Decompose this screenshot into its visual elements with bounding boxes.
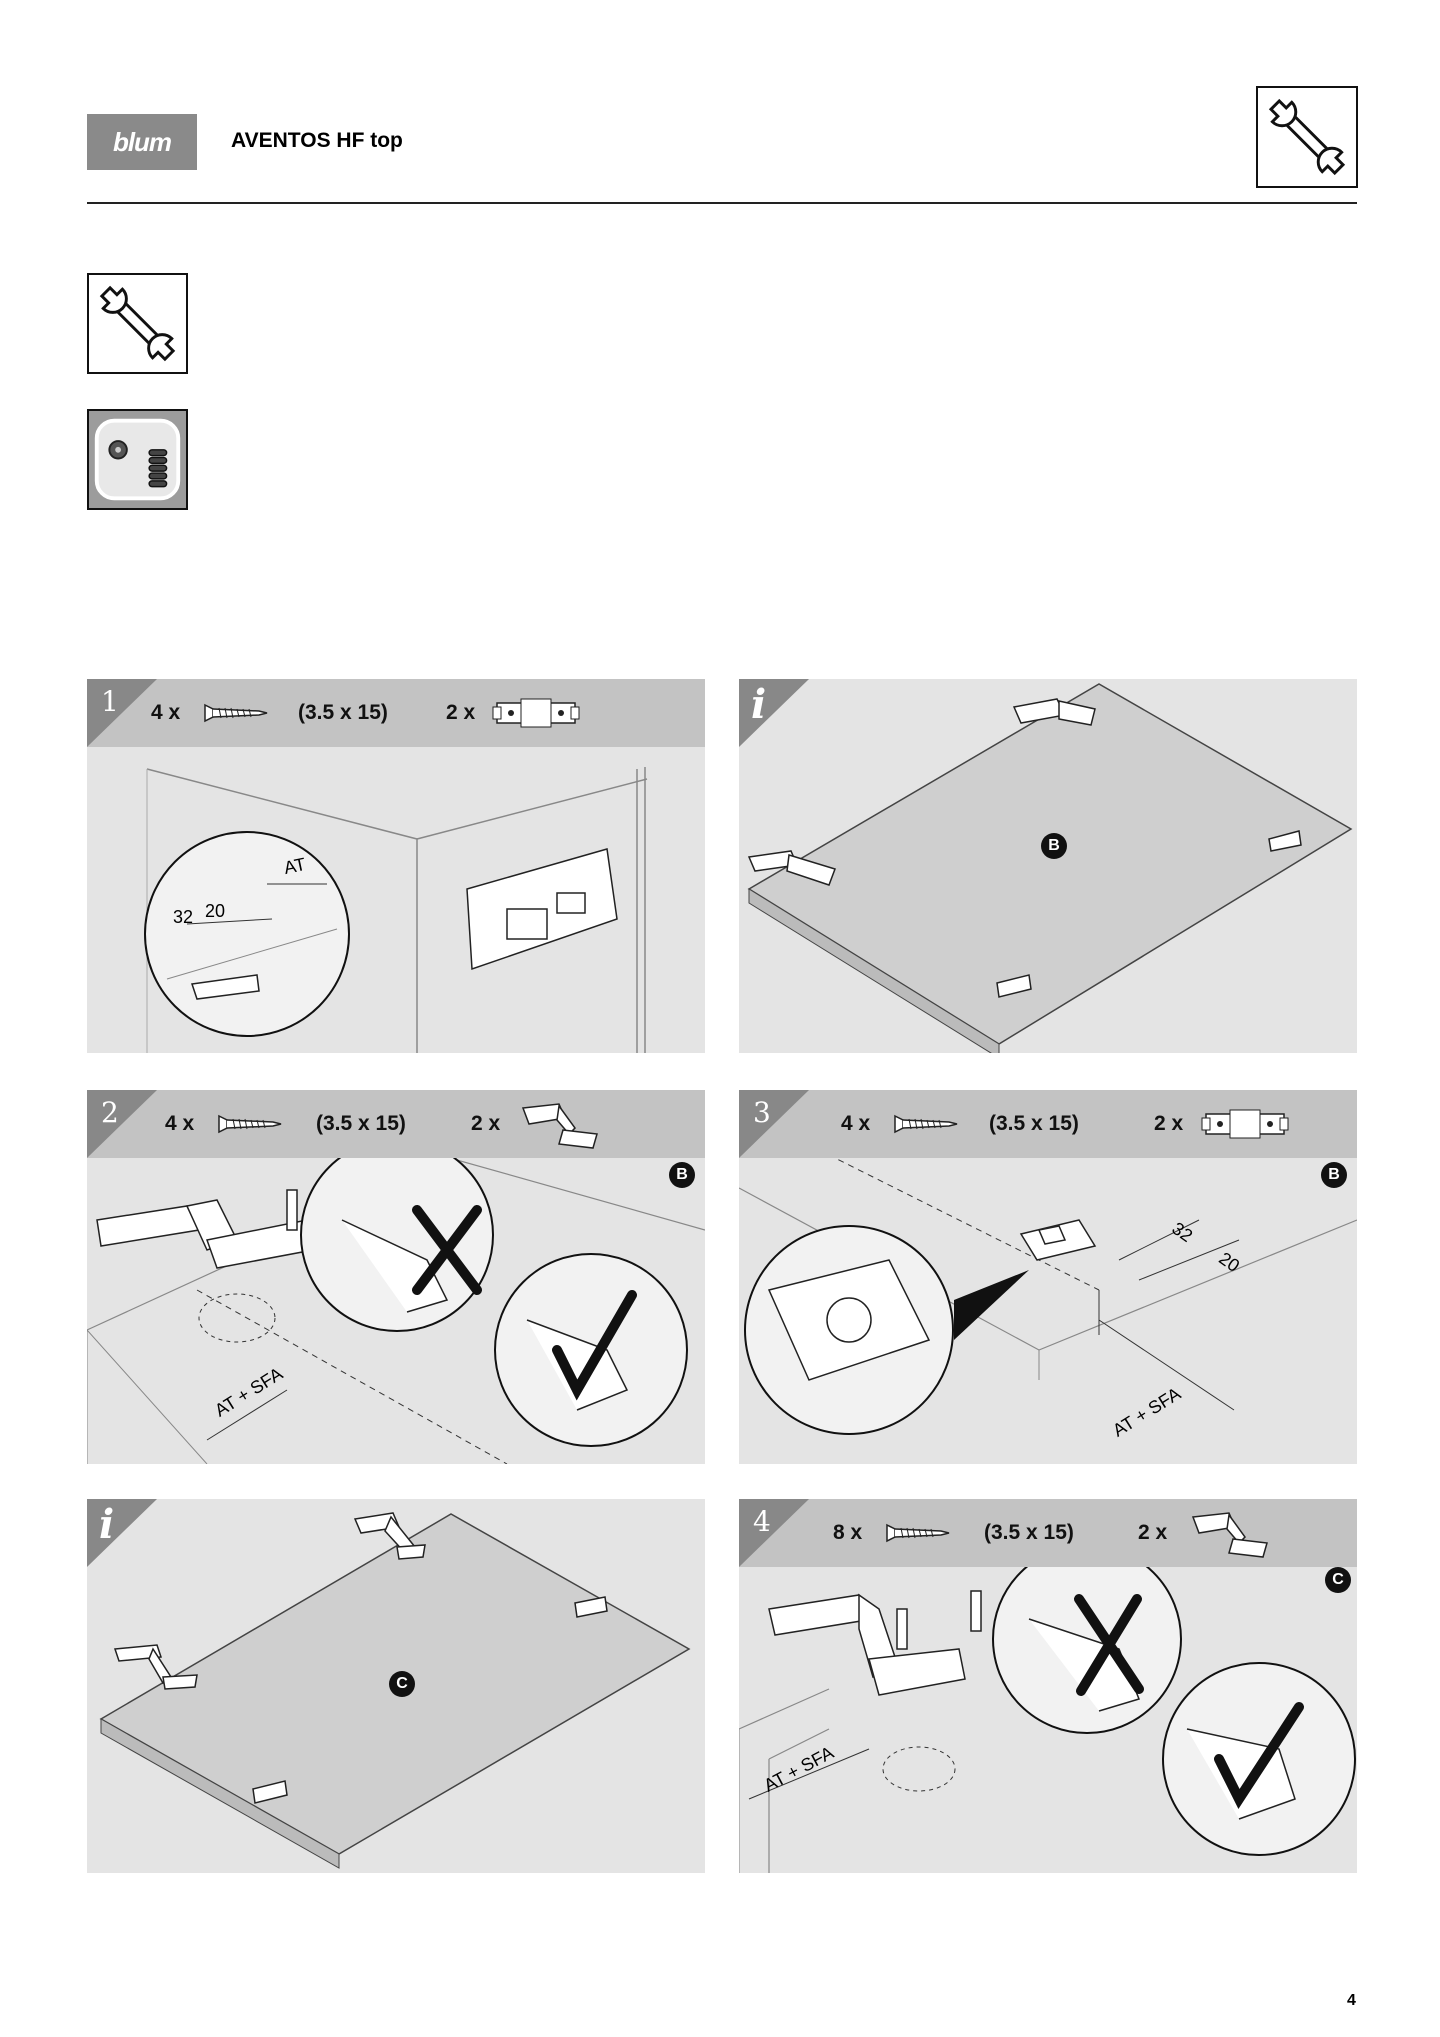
screw-quantity: 4 x bbox=[165, 1112, 195, 1135]
badge-c: C bbox=[389, 1671, 415, 1697]
mounting-plate-icon bbox=[1201, 1109, 1289, 1139]
screw-quantity: 4 x bbox=[151, 701, 181, 724]
document-title: AVENTOS HF top bbox=[231, 129, 403, 152]
info-b-illustration bbox=[747, 683, 1353, 1053]
badge-b: B bbox=[1041, 833, 1067, 859]
screw-icon bbox=[204, 703, 268, 723]
dimension-20: 20 bbox=[205, 901, 226, 921]
screw-size: (3.5 x 15) bbox=[316, 1112, 406, 1135]
part-quantity: 2 x bbox=[471, 1112, 501, 1135]
badge-b: B bbox=[669, 1162, 695, 1188]
step-3-illustration bbox=[739, 1139, 1357, 1435]
dimension-at: AT bbox=[282, 853, 308, 879]
step-4-header: 4 8 x (3.5 x 15) 2 x bbox=[739, 1499, 1357, 1567]
step-4-panel: 4 8 x (3.5 x 15) 2 x C AT + SFA bbox=[739, 1499, 1357, 1873]
header-wrench-icon bbox=[1256, 86, 1358, 188]
info-panel-c: i C bbox=[87, 1499, 705, 1873]
hinge-icon bbox=[521, 1103, 598, 1149]
screw-quantity: 4 x bbox=[841, 1112, 871, 1135]
info-panel-b: i B bbox=[739, 679, 1357, 1053]
step-3-panel: 3 4 x (3.5 x 15) 2 x B 32 20 AT + SFA bbox=[739, 1090, 1357, 1464]
screw-icon bbox=[886, 1523, 950, 1543]
screw-dowel-icon bbox=[87, 409, 188, 510]
screw-size: (3.5 x 15) bbox=[989, 1112, 1079, 1135]
step-number: 2 bbox=[101, 1096, 119, 1129]
blum-logo: blum bbox=[87, 114, 197, 170]
info-icon: i bbox=[99, 1501, 115, 1548]
screw-quantity: 8 x bbox=[833, 1521, 863, 1544]
step-1-panel: 1 4 x (3.5 x 15) 2 x AT 32 20 bbox=[87, 679, 705, 1053]
screw-size: (3.5 x 15) bbox=[984, 1521, 1074, 1544]
step-4-illustration bbox=[739, 1544, 1356, 1873]
step-1-header: 1 4 x (3.5 x 15) 2 x bbox=[87, 679, 705, 747]
info-panel-b-header: i bbox=[739, 679, 809, 747]
step-1-illustration bbox=[144, 767, 648, 1053]
screw-size: (3.5 x 15) bbox=[298, 701, 388, 724]
logo-text: blum bbox=[112, 126, 172, 157]
wrench-icon bbox=[87, 273, 188, 374]
page-number: 4 bbox=[1347, 1992, 1356, 2009]
info-icon: i bbox=[751, 681, 767, 728]
part-quantity: 2 x bbox=[446, 701, 476, 724]
step-2-illustration bbox=[87, 1138, 705, 1464]
step-2-header: 2 4 x (3.5 x 15) 2 x bbox=[87, 1090, 705, 1158]
step-number: 4 bbox=[753, 1505, 771, 1538]
badge-b: B bbox=[1321, 1162, 1347, 1188]
dimension-32: 32 bbox=[173, 907, 194, 927]
step-number: 1 bbox=[101, 685, 119, 718]
step-2-panel: 2 4 x (3.5 x 15) 2 x B AT + SFA bbox=[87, 1090, 705, 1464]
hinge-icon bbox=[1191, 1512, 1268, 1558]
badge-c: C bbox=[1325, 1567, 1351, 1593]
part-quantity: 2 x bbox=[1138, 1521, 1168, 1544]
step-number: 3 bbox=[753, 1096, 771, 1129]
mounting-plate-icon bbox=[492, 698, 580, 728]
screw-icon bbox=[218, 1114, 282, 1134]
screw-icon bbox=[894, 1114, 958, 1134]
info-panel-c-header: i bbox=[87, 1499, 157, 1567]
header-rule bbox=[87, 202, 1357, 204]
step-3-header: 3 4 x (3.5 x 15) 2 x bbox=[739, 1090, 1357, 1158]
part-quantity: 2 x bbox=[1154, 1112, 1184, 1135]
